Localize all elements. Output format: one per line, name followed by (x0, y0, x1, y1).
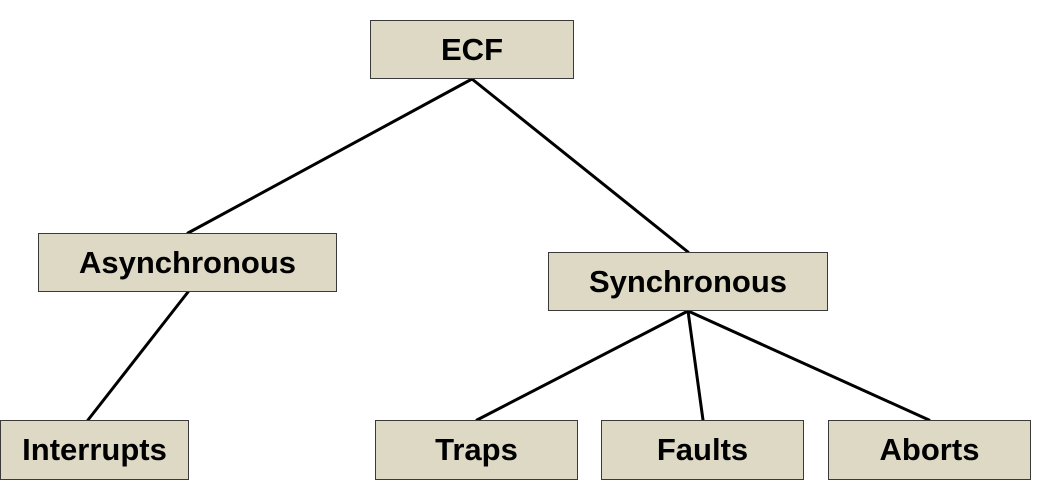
node-aborts: Aborts (828, 420, 1031, 480)
node-synchronous-label: Synchronous (588, 263, 788, 299)
edge-ecf-asynchronous (186, 77, 474, 235)
node-faults: Faults (601, 420, 804, 480)
node-aborts-label: Aborts (879, 432, 980, 467)
edge-ecf-synchronous (470, 77, 690, 254)
node-asynchronous: Asynchronous (38, 233, 337, 292)
node-ecf-label: ECF (441, 31, 503, 67)
node-traps-label: Traps (435, 432, 518, 467)
edge-asynchronous-interrupts (86, 290, 190, 422)
node-ecf: ECF (370, 20, 574, 79)
edge-synchronous-traps (475, 309, 690, 422)
node-traps: Traps (375, 420, 578, 480)
node-asynchronous-label: Asynchronous (78, 244, 297, 280)
node-interrupts: Interrupts (0, 420, 189, 480)
node-interrupts-label: Interrupts (22, 432, 167, 467)
node-synchronous: Synchronous (548, 252, 828, 311)
edge-synchronous-faults (686, 309, 705, 422)
node-faults-label: Faults (656, 432, 749, 467)
edge-synchronous-aborts (686, 309, 931, 422)
